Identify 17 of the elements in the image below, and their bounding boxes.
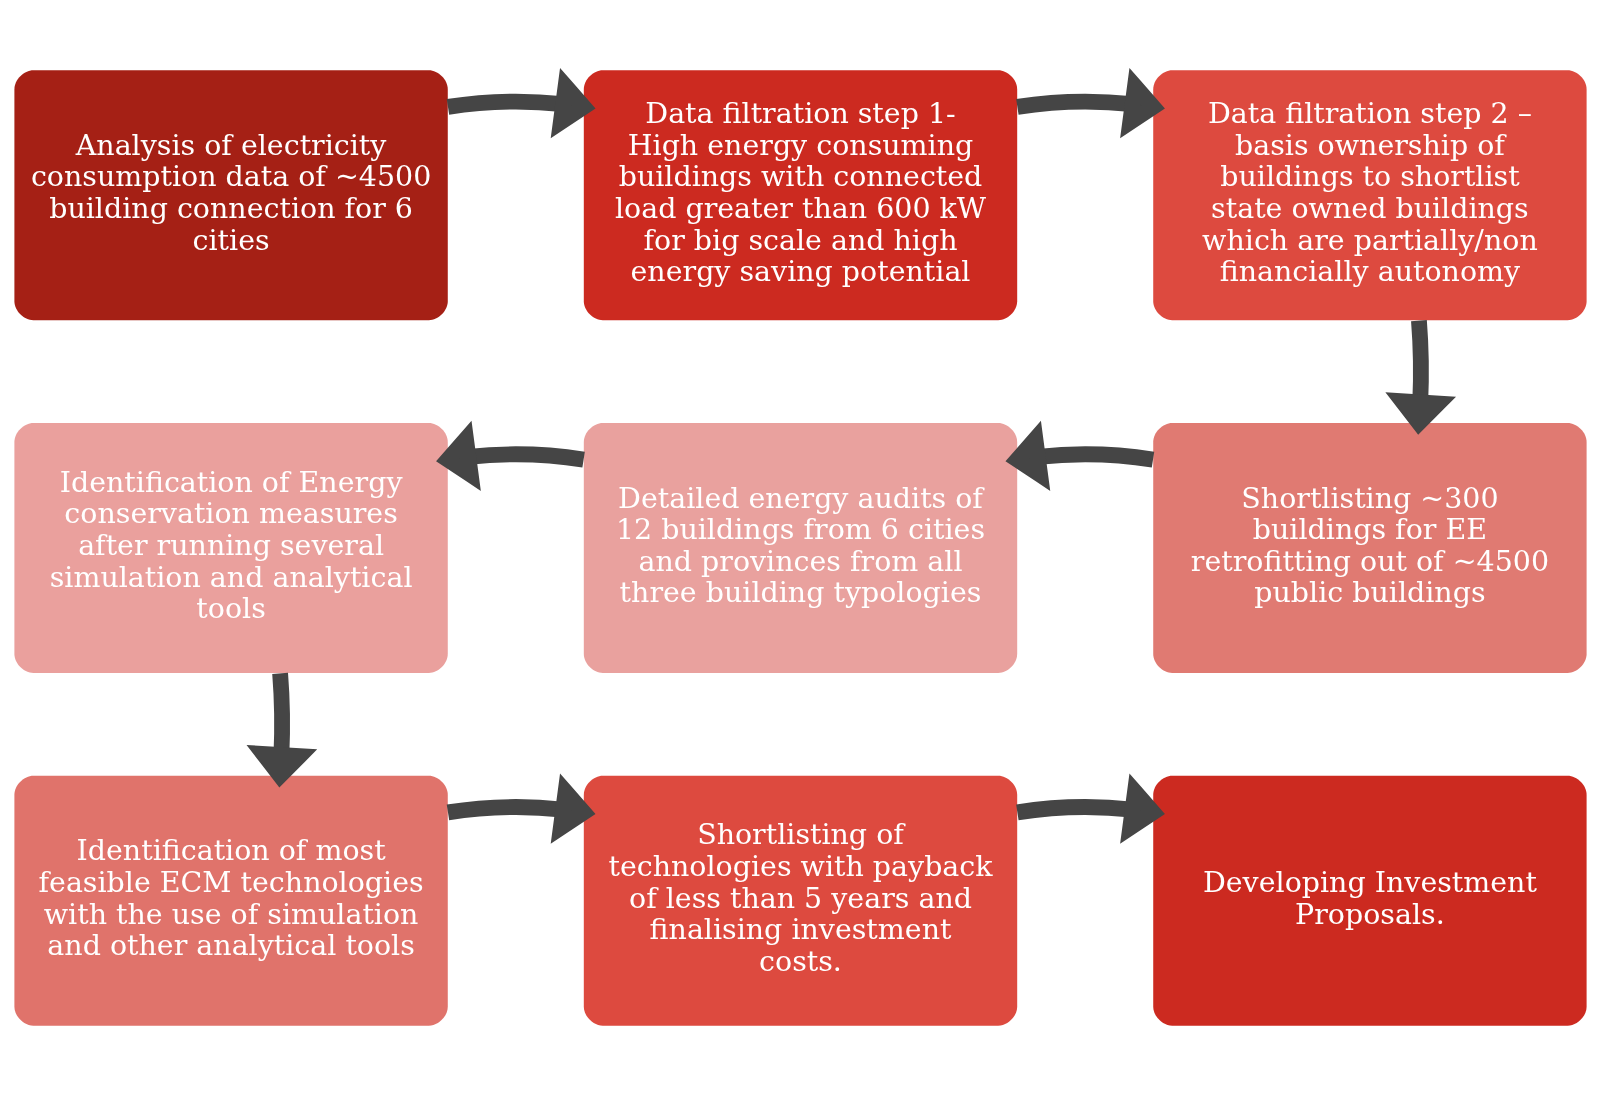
node-box: Developing Investment Proposals. [1153,775,1587,1026]
arrow [1016,772,1165,844]
node-box: Analysis of electricity consumption data of ~4500 building connection for 6 cities [14,69,448,320]
arrow [1016,67,1165,138]
arrow [446,67,596,138]
node-box: Identification of most feasible ECM technologies with the use of simulation and other analytical tools [14,775,448,1026]
node-box: Data filtration step 1- High energy consuming buildings with connected load greater than 600 kW for big scale and high energy saving potential [583,69,1018,320]
node-box: Detailed energy audits of 12 buildings from 6 cities and provinces from all three building typologies [583,422,1018,673]
node-box: Shortlisting ~300 buildings for EE retrofitting out of ~4500 public buildings [1153,422,1587,673]
node-box: Data filtration step 2 – basis ownership of buildings to shortlist state owned buildings which are partially/non financially autonomy [1153,69,1587,320]
arrow [446,772,596,844]
node-box: Identification of Energy conservation measures after running several simulation and analytical tools [14,422,448,673]
arrow [246,672,318,788]
node-box: Shortlisting of technologies with payback of less than 5 years and finalising investment costs. [583,775,1018,1026]
arrow [1385,319,1457,435]
arrow [436,420,585,491]
arrow [1005,420,1155,491]
